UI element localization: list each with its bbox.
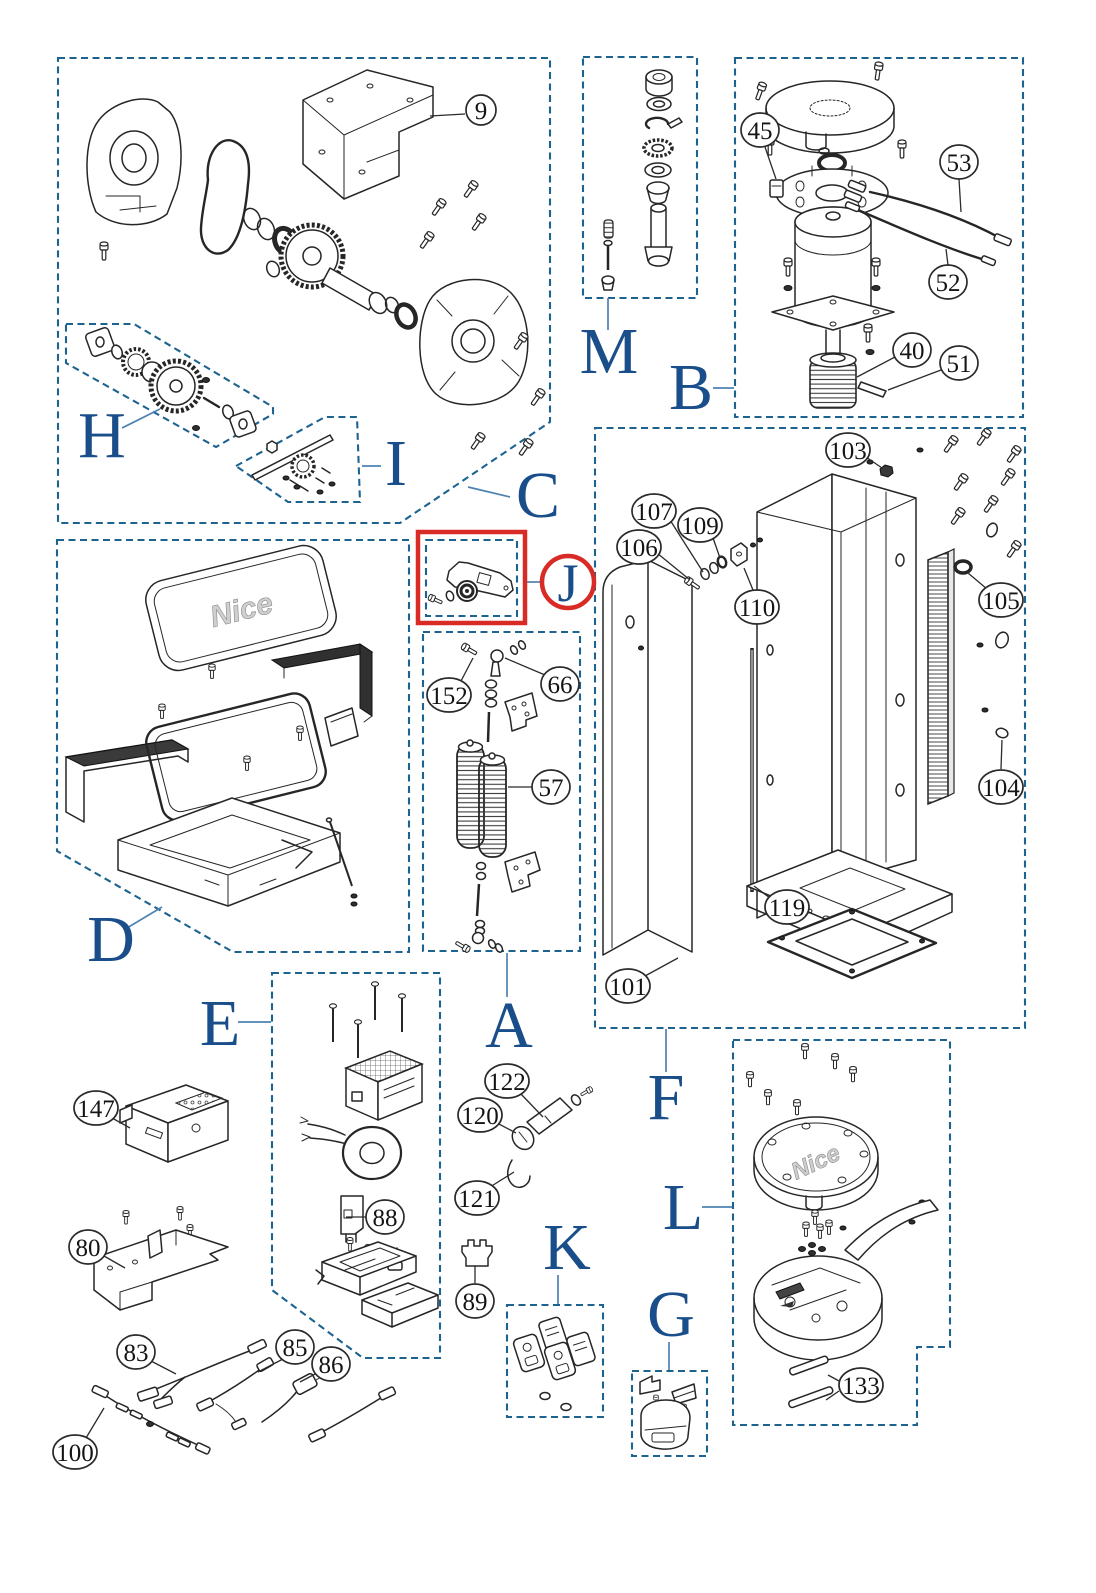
group-a-spring: A — [421, 630, 582, 1062]
part-label-85: 85 — [257, 1329, 315, 1373]
part-label-147: 147 — [73, 1090, 131, 1129]
highlight-box — [415, 529, 528, 626]
group-j-highlighted: J — [415, 529, 597, 626]
svg-text:86: 86 — [319, 1352, 344, 1379]
part-label-110: 110 — [734, 567, 780, 625]
part-label-122: 122 — [484, 1063, 544, 1118]
group-label-E: E — [200, 987, 240, 1060]
svg-text:120: 120 — [461, 1103, 499, 1130]
highlight-circle — [539, 553, 597, 611]
part-label-88: 88 — [346, 1199, 405, 1235]
part-label-121: 121 — [454, 1171, 515, 1216]
part-label-107: 107 — [631, 493, 704, 573]
svg-text:104: 104 — [982, 775, 1020, 802]
cable-harnesses: 83 85 86 100 — [52, 1329, 397, 1470]
svg-text:121: 121 — [458, 1186, 496, 1213]
part-label-119: 119 — [753, 885, 810, 925]
svg-text:103: 103 — [829, 438, 867, 465]
svg-text:45: 45 — [748, 118, 773, 145]
part-label-9: 9 — [429, 94, 497, 126]
part-label-105: 105 — [967, 572, 1024, 618]
svg-text:40: 40 — [900, 338, 925, 365]
svg-text:101: 101 — [609, 974, 647, 1001]
part-label-83: 83 — [116, 1334, 177, 1375]
group-i-worm-shaft: I — [234, 415, 407, 504]
group-label-C: C — [516, 459, 560, 532]
part-label-52: 52 — [928, 248, 968, 300]
part-label-100: 100 — [52, 1407, 105, 1470]
group-f-cabinet: F — [593, 426, 1027, 1134]
part-label-104: 104 — [978, 739, 1024, 805]
part-label-80: 80 — [68, 1229, 126, 1269]
part-label-152: 152 — [426, 657, 474, 713]
svg-text:152: 152 — [430, 683, 468, 710]
part-label-40: 40 — [856, 332, 932, 378]
svg-text:147: 147 — [77, 1096, 115, 1123]
part-label-57: 57 — [508, 769, 571, 805]
group-label-J: J — [557, 553, 578, 613]
group-label-G: G — [647, 1278, 695, 1351]
svg-text:53: 53 — [947, 150, 972, 177]
group-l-drum: L Nice — [663, 1038, 952, 1427]
part-label-109: 109 — [677, 507, 723, 559]
group-label-K: K — [543, 1211, 591, 1284]
group-label-A: A — [485, 989, 533, 1062]
group-label-D: D — [87, 903, 135, 976]
part-label-106: 106 — [616, 529, 691, 581]
part-label-103: 103 — [825, 432, 883, 469]
part-label-51: 51 — [887, 345, 979, 391]
part-label-101: 101 — [605, 957, 679, 1004]
part-label-86: 86 — [299, 1346, 351, 1383]
part-label-120: 120 — [457, 1097, 517, 1134]
release-key-parts: 122 120 121 89 — [454, 1063, 594, 1319]
part-label-66: 66 — [504, 657, 580, 702]
svg-text:119: 119 — [769, 895, 806, 922]
group-label-F: F — [648, 1061, 685, 1134]
svg-text:109: 109 — [681, 513, 719, 540]
svg-text:89: 89 — [463, 1289, 488, 1316]
svg-text:80: 80 — [76, 1235, 101, 1262]
svg-text:105: 105 — [982, 588, 1020, 615]
svg-text:85: 85 — [283, 1335, 308, 1362]
part-label-53: 53 — [939, 144, 979, 213]
svg-text:133: 133 — [842, 1373, 880, 1400]
svg-text:66: 66 — [548, 672, 573, 699]
group-h-gear-cluster: H — [64, 322, 275, 472]
svg-text:88: 88 — [373, 1205, 398, 1232]
group-d-housing: D Nice — [55, 538, 411, 976]
group-label-L: L — [663, 1171, 703, 1244]
svg-text:52: 52 — [936, 270, 961, 297]
group-label-I: I — [385, 427, 407, 500]
svg-text:110: 110 — [739, 595, 776, 622]
group-m-shaft-hardware: M — [580, 55, 699, 388]
svg-text:107: 107 — [635, 499, 673, 526]
group-label-M: M — [580, 315, 639, 388]
svg-text:100: 100 — [56, 1440, 94, 1467]
group-c-gearbox: C — [56, 56, 560, 532]
group-k-transmitters: K — [505, 1211, 605, 1419]
svg-text:122: 122 — [488, 1069, 526, 1096]
part-label-133: 133 — [825, 1367, 884, 1403]
group-e-electronics: E 88 — [200, 971, 442, 1360]
group-label-H: H — [78, 399, 126, 472]
control-board-and-bracket: 147 80 — [68, 1084, 229, 1311]
group-b-motor: B — [669, 56, 1025, 424]
svg-text:9: 9 — [475, 98, 488, 125]
group-g-photocell: G — [630, 1278, 709, 1458]
svg-text:83: 83 — [124, 1340, 149, 1367]
part-label-89: 89 — [455, 1283, 495, 1319]
part-label-45: 45 — [740, 112, 780, 180]
svg-text:51: 51 — [947, 351, 972, 378]
svg-text:57: 57 — [539, 775, 564, 802]
group-label-B: B — [669, 351, 713, 424]
svg-text:106: 106 — [620, 535, 658, 562]
